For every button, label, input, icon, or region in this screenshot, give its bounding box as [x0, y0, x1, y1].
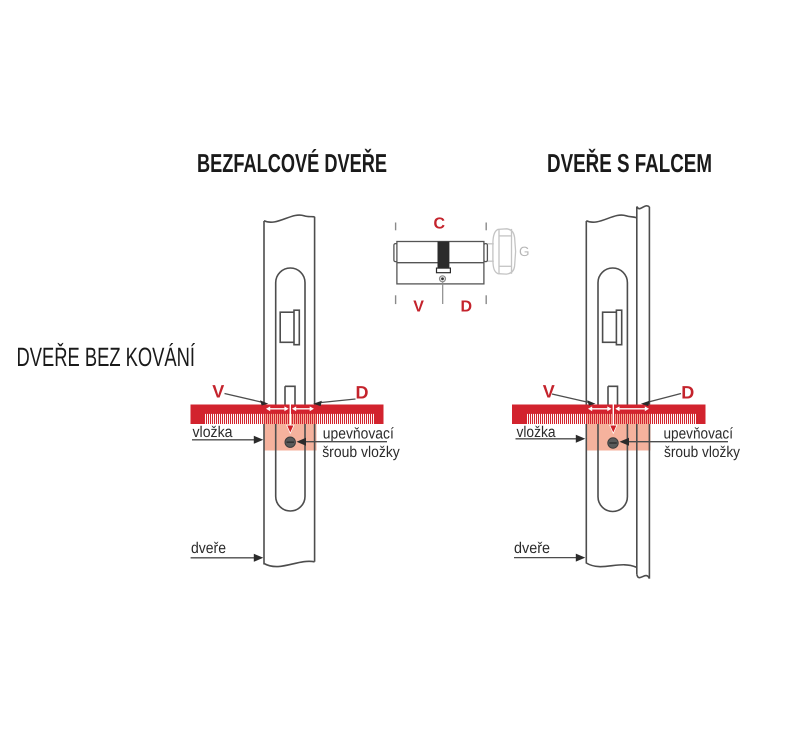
svg-text:dveře: dveře [514, 540, 550, 557]
svg-text:vložka: vložka [517, 424, 556, 441]
svg-text:D: D [356, 383, 369, 403]
svg-text:upevňovací: upevňovací [323, 426, 395, 443]
svg-text:vložka: vložka [193, 424, 233, 441]
svg-text:V: V [413, 299, 424, 316]
svg-text:dveře: dveře [191, 540, 226, 557]
svg-text:V: V [543, 382, 555, 402]
svg-text:V: V [212, 382, 224, 402]
svg-text:G: G [519, 244, 530, 259]
svg-text:C: C [434, 215, 446, 232]
svg-text:D: D [681, 383, 694, 403]
svg-text:šroub vložky: šroub vložky [664, 444, 740, 461]
svg-text:šroub vložky: šroub vložky [322, 444, 400, 461]
svg-text:D: D [461, 299, 473, 316]
svg-text:DVEŘE S FALCEM: DVEŘE S FALCEM [547, 148, 712, 178]
svg-text:upevňovací: upevňovací [664, 426, 734, 443]
svg-text:BEZFALCOVÉ DVEŘE: BEZFALCOVÉ DVEŘE [197, 148, 387, 178]
svg-text:DVEŘE BEZ KOVÁNÍ: DVEŘE BEZ KOVÁNÍ [17, 342, 196, 372]
